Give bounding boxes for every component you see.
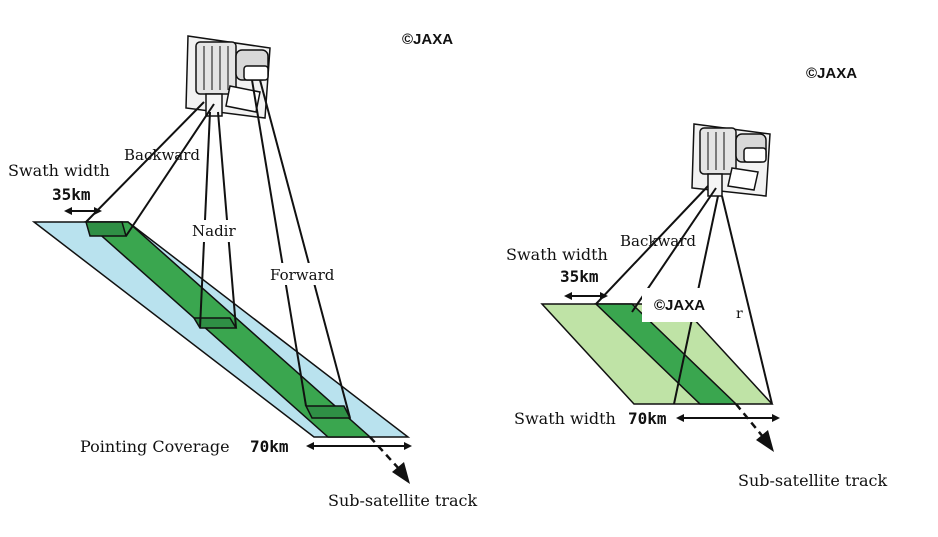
forward-label: Forward [270,266,335,284]
pointing-coverage-label: Pointing Coverage [80,437,230,456]
copyright-label: ©JAXA [402,31,453,48]
satellite-icon [185,35,271,119]
nadir-label: Nadir [192,222,236,240]
right-backward-label: Backward [620,232,696,250]
right-swath-width-value-2: 70km [628,409,667,428]
backward-footprint [85,221,127,237]
arrow-icon [369,436,410,484]
swath-width-arrow [64,207,102,215]
pointing-coverage-value: 70km [250,437,289,456]
backward-label: Backward [124,146,200,164]
nadir-footprint [192,317,238,329]
backward-beam [85,101,215,237]
coverage-width-arrow [306,442,412,450]
partial-text: r [736,306,743,322]
swath-width-label: Swath width [8,161,110,180]
swath-width-value: 35km [52,185,91,204]
copyright-overlay-box [642,288,736,322]
coverage-width-arrow [676,414,780,422]
copyright-overlay-label: ©JAXA [654,297,705,314]
satellite-icon [691,123,771,197]
copyright-label: ©JAXA [806,65,857,82]
arrow-icon [735,403,774,452]
swath-width-arrow [564,292,608,300]
forward-beam [251,79,351,419]
right-track-label: Sub-satellite track [738,471,887,490]
forward-footprint [304,405,352,419]
right-swath-width-label: Swath width [506,245,608,264]
track-label: Sub-satellite track [328,491,477,510]
right-swath-width-value: 35km [560,267,599,286]
right-swath-width-label-2: Swath width [514,409,616,428]
